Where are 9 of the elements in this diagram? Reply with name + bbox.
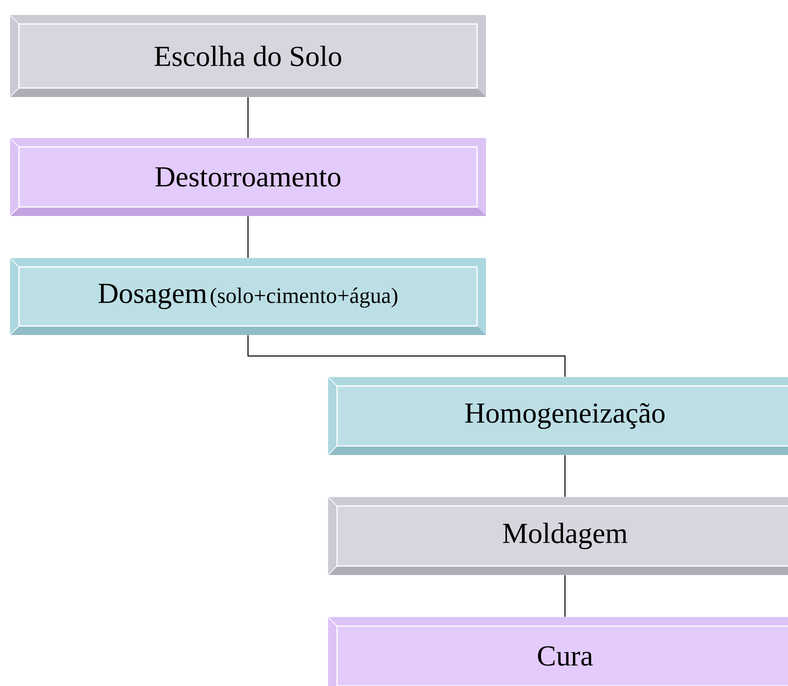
process-box: Escolha do Solo: [10, 14, 486, 98]
process-box: Homogeneização: [328, 376, 788, 456]
connector-line: [248, 334, 566, 378]
process-box: Destorroamento: [10, 138, 486, 216]
process-box: Moldagem: [328, 496, 788, 576]
process-box: Dosagem(solo+cimento+água): [10, 258, 486, 336]
connector-line: [564, 574, 566, 618]
process-box: Cura: [328, 616, 788, 686]
connector-line: [564, 454, 566, 498]
